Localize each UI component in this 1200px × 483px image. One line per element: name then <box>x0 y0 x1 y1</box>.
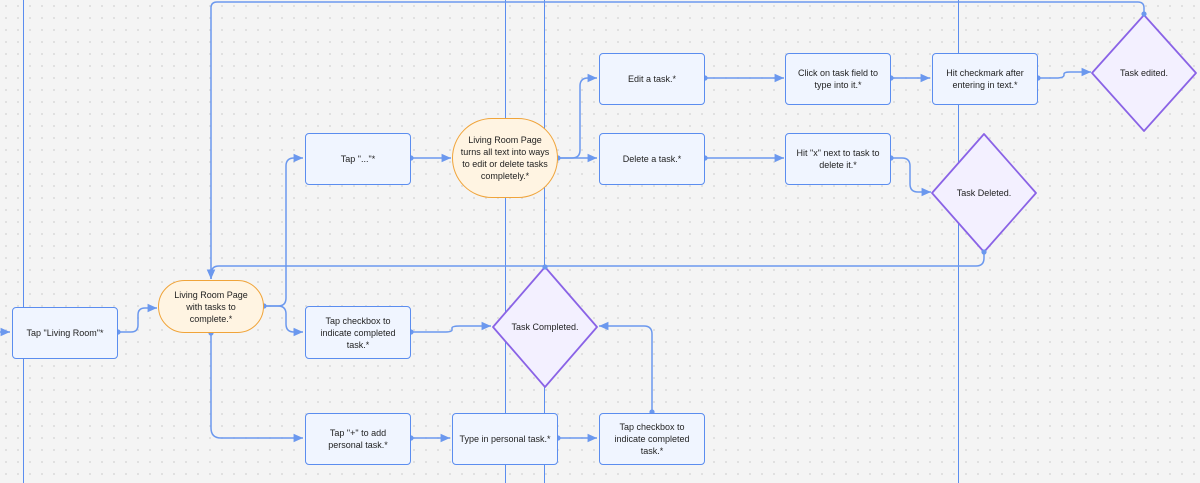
hit-checkmark-node[interactable]: Hit checkmark after entering in text.* <box>932 53 1038 105</box>
connector-checkmark-to-edited <box>1038 67 1091 79</box>
task-edited-diamond <box>1091 14 1197 132</box>
anchor-dot <box>1141 11 1147 17</box>
delete-task-node[interactable]: Delete a task.* <box>599 133 705 185</box>
node-label: Delete a task.* <box>622 154 682 164</box>
node-label: Edit a task.* <box>627 74 677 84</box>
node-label: Tap "..."* <box>340 154 376 164</box>
node-label: Hit checkmark after entering in text.* <box>946 68 1024 90</box>
task-completed-diamond <box>492 266 598 388</box>
connector-page-to-plus <box>210 333 303 443</box>
node-label: Tap "+" to add personal task.* <box>328 428 388 450</box>
guide-line-2 <box>505 0 506 483</box>
anchor-dot <box>981 249 987 255</box>
living-room-edit-mode-node[interactable]: Living Room Page turns all text into way… <box>452 118 558 198</box>
diamond-layer <box>492 14 1197 388</box>
connector-hitx-to-deleted <box>891 157 931 197</box>
hit-x-node[interactable]: Hit "x" next to task to delete it.* <box>785 133 891 185</box>
anchor-dot <box>542 264 548 270</box>
node-label: Tap checkbox to indicate completed task.… <box>320 315 396 350</box>
node-label: Click on task field to type into it.* <box>797 68 879 90</box>
tap-living-room-node[interactable]: Tap "Living Room"* <box>12 307 118 359</box>
task-completed-label: Task Completed. <box>511 322 579 332</box>
connector-checkbox-to-completed <box>411 321 491 333</box>
connector-checkbox-to-completed-2 <box>599 321 653 412</box>
edit-task-node[interactable]: Edit a task.* <box>599 53 705 105</box>
node-label: Tap "Living Room"* <box>26 328 104 338</box>
node-label: Type in personal task.* <box>459 434 551 444</box>
guide-line-1 <box>23 0 24 483</box>
connector-page-to-checkbox <box>264 305 303 337</box>
tap-checkbox-completed-node[interactable]: Tap checkbox to indicate completed task.… <box>305 306 411 359</box>
task-deleted-label: Task Deleted. <box>956 188 1012 198</box>
node-label: Hit "x" next to task to delete it.* <box>796 148 880 170</box>
connector-page-to-dots <box>264 153 303 307</box>
task-edited-label: Task edited. <box>1119 68 1169 78</box>
guide-line-3 <box>544 0 545 483</box>
living-room-page-node[interactable]: Living Room Page with tasks to complete.… <box>158 280 264 333</box>
type-personal-task-node[interactable]: Type in personal task.* <box>452 413 558 465</box>
tap-plus-node[interactable]: Tap "+" to add personal task.* <box>305 413 411 465</box>
click-task-field-node[interactable]: Click on task field to type into it.* <box>785 53 891 105</box>
tap-checkbox-personal-node[interactable]: Tap checkbox to indicate completed task.… <box>599 413 705 465</box>
connector-edited-back-to-page <box>206 1 1145 279</box>
tap-dots-node[interactable]: Tap "..."* <box>305 133 411 185</box>
node-label: Living Room Page turns all text into way… <box>460 135 550 181</box>
connector-edit-mode-to-edit <box>558 73 597 159</box>
connector-deleted-back-to-page <box>206 252 985 279</box>
guide-line-4 <box>958 0 959 483</box>
node-label: Living Room Page with tasks to complete.… <box>174 289 248 324</box>
connector-living-room-to-page <box>118 303 157 333</box>
node-label: Tap checkbox to indicate completed task.… <box>614 422 690 456</box>
